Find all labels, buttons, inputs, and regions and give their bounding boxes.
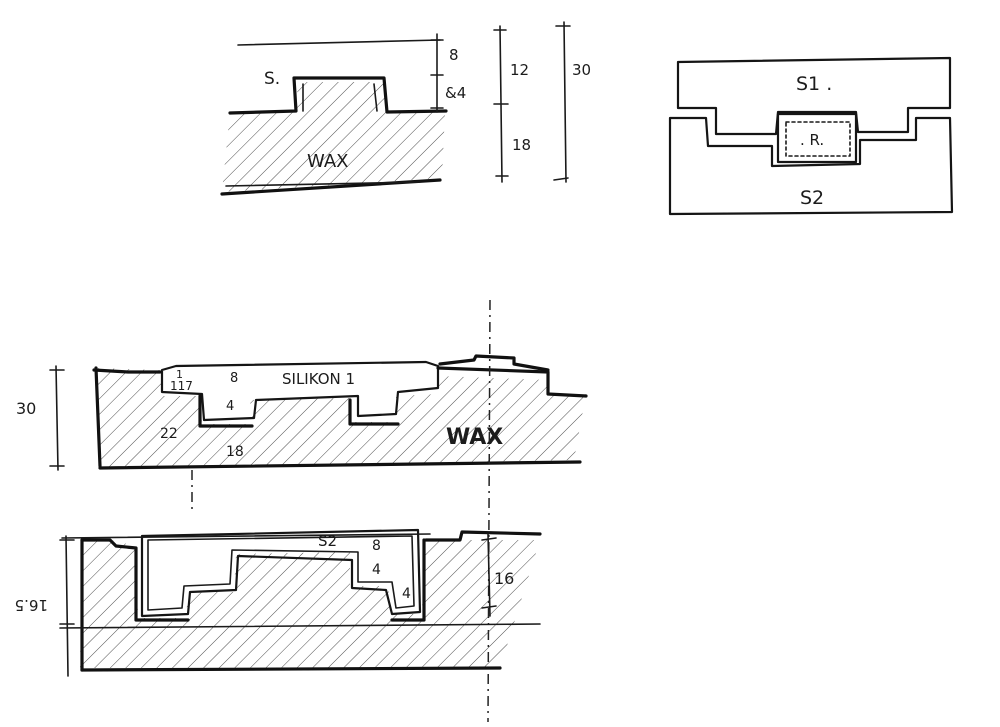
dim-18: 18: [226, 444, 244, 460]
dim-label-lower: 18: [512, 136, 531, 154]
mold-bottom-edge: [80, 666, 502, 672]
silicone-1-label: SILIKON 1: [282, 370, 355, 388]
r-block: [776, 112, 858, 164]
wax-left-edge: [94, 366, 102, 468]
wax-step-line: [438, 354, 550, 372]
dim-right-16: 16: [494, 569, 514, 588]
top-ref-line: [61, 533, 431, 539]
silicone-2-outline: [140, 528, 422, 618]
wax-bottom-line-2: [225, 181, 421, 187]
mold-profile: [80, 530, 542, 622]
left-dim-line: [65, 535, 69, 677]
s2-outline: [668, 116, 954, 216]
center-axis-line: [487, 299, 491, 723]
step-inner-line: [302, 83, 378, 112]
reference-line: [59, 623, 541, 629]
dim-label-step: &4: [445, 84, 466, 102]
dim-8: 8: [230, 371, 238, 386]
wax-profile-line: [228, 76, 448, 115]
dim-line-total: [563, 21, 567, 183]
tick: [481, 605, 497, 609]
right-dim-line: [487, 533, 491, 617]
dim-label-top: 8: [449, 46, 459, 64]
s1-outline: [676, 56, 952, 136]
part-label-s: S.: [264, 69, 280, 89]
dim-left-16-5: 16.5: [15, 596, 48, 614]
wax-section-profile: [92, 366, 588, 428]
dim-4: 4: [226, 399, 234, 414]
r-block-inner: [785, 121, 851, 157]
tick: [553, 177, 569, 181]
wax-body-hatch: [222, 82, 445, 192]
silicone-2-inner: [147, 535, 415, 611]
height-label: 30: [16, 399, 36, 418]
dim-22: 22: [160, 426, 178, 442]
silicone-1-outline: [160, 360, 440, 422]
dim-label-upper: 12: [510, 61, 529, 79]
r-label: . R.: [800, 131, 824, 149]
sketch-silicone-2-section: S2 8 4 4 16 16.5: [15, 528, 542, 677]
dim-117: 117: [170, 379, 193, 393]
top-reference-line: [237, 39, 441, 46]
sketch-wax-block: S. WAX 8 &4 12 18 30: [220, 21, 591, 196]
s2-label: S2: [800, 187, 824, 209]
tick: [481, 537, 497, 541]
material-label-wax: WAX: [307, 151, 348, 172]
wax-section-hatch: [96, 368, 586, 468]
material-label-wax-2: WAX: [446, 425, 503, 450]
dim-8-b: 8: [372, 538, 381, 554]
sketch-silicone-1-section: 30 SILIKON 1 WAX 1 117 8 4 22 18: [16, 354, 588, 471]
dim-label-total: 30: [572, 61, 591, 79]
sketch-mold-assembly: S1 . S2 . R.: [668, 56, 954, 216]
dim-1: 1: [176, 368, 183, 381]
silicone-2-label: S2: [318, 532, 337, 550]
wax-bottom-edge: [98, 460, 582, 470]
dim-4-c: 4: [402, 586, 411, 602]
height-dim-line: [55, 365, 59, 471]
s1-label: S1 .: [796, 73, 832, 95]
dim-4-b: 4: [372, 562, 381, 578]
